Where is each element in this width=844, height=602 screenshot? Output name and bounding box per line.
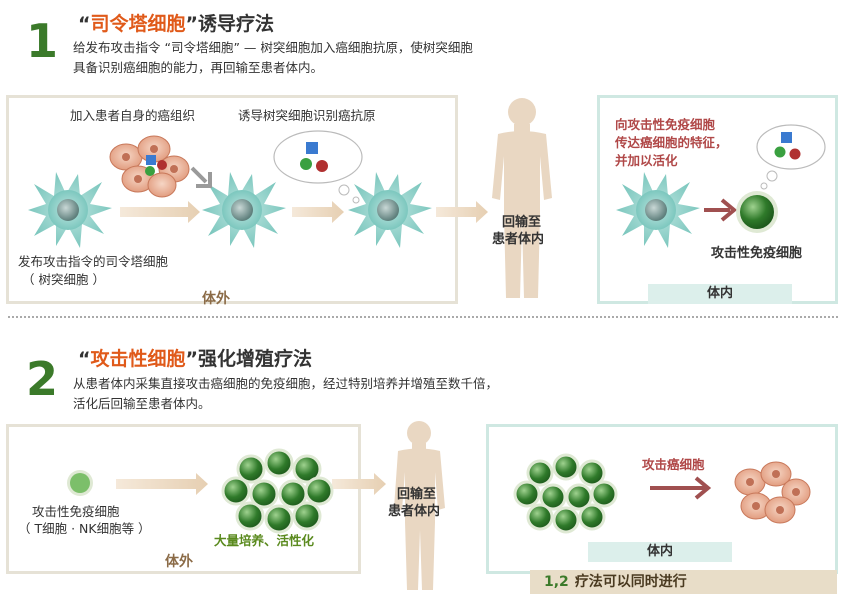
label-induce: 诱导树突细胞识别癌抗原: [238, 108, 376, 123]
section1-title-close: ”: [185, 13, 199, 35]
human-body-1: [492, 98, 552, 298]
label-add-tissue: 加入患者自身的癌组织: [70, 108, 196, 123]
section2-number: 2: [26, 352, 59, 406]
section1-title: “司令塔细胞”诱导疗法: [78, 9, 274, 36]
thought-bubble-1: [273, 130, 363, 204]
label-convey-1: 向攻击性免疫细胞: [615, 117, 716, 132]
label-return-1b: 患者体内: [492, 232, 545, 247]
tan-arrow-2: [292, 201, 344, 223]
footer-numbers: 1,2: [544, 574, 569, 590]
section2-title-highlight: 攻击性细胞: [90, 348, 186, 370]
grey-diagonal-arrow: [190, 166, 212, 188]
label-inside-2: 体内: [588, 542, 732, 562]
section2-desc-line1: 从患者体内采集直接攻击癌细胞的免疫细胞，经过特别培养并增殖至数千倍，: [73, 376, 499, 391]
inside-cell-cluster: [513, 453, 618, 534]
section1-diagram: [28, 98, 826, 298]
cancer-tissue-cluster-1: [109, 135, 190, 198]
red-arrow-1: [704, 198, 738, 222]
section1-title-open: “: [78, 13, 91, 35]
tan-arrow-5: [332, 473, 386, 495]
label-convey-2: 传达癌细胞的特征，: [615, 135, 728, 150]
label-return-1a: 回输至: [502, 215, 542, 230]
footer-note: 1,2 疗法可以同时进行: [530, 570, 837, 594]
red-arrow-2: [650, 476, 712, 500]
single-immune-cell: [67, 470, 93, 496]
section2-title-open: “: [78, 348, 91, 370]
label-attack: 攻击癌细胞: [642, 457, 705, 472]
dendritic-cell-2: [202, 172, 286, 248]
label-culture: 大量培养、活性化: [214, 533, 315, 548]
label-command-cell-2: （ 树突细胞 ）: [22, 272, 105, 287]
section1-title-rest: 诱导疗法: [198, 13, 275, 35]
label-command-cell-1: 发布攻击指令的司令塔细胞: [18, 254, 169, 269]
tan-arrow-3: [436, 201, 488, 223]
section1-number: 1: [26, 14, 59, 68]
section1-title-highlight: 司令塔细胞: [90, 13, 186, 35]
section1-desc-line2: 具备识别癌细胞的能力，再回输至患者体内。: [73, 60, 324, 75]
label-immune-2: （ T细胞 · NK细胞等 ）: [18, 521, 151, 536]
label-outside-1: 体外: [202, 291, 230, 307]
human-body-2: [394, 421, 445, 590]
section2-title-rest: 强化增殖疗法: [198, 348, 313, 370]
cultured-cell-cluster: [221, 448, 334, 534]
section2-desc-line2: 活化后回输至患者体内。: [73, 396, 211, 411]
footer-text: 疗法可以同时进行: [574, 574, 687, 590]
section2-title-close: ”: [185, 348, 199, 370]
cancer-tissue-cluster-2: [734, 461, 811, 524]
section-divider: [8, 316, 838, 318]
label-return-2b: 患者体内: [388, 504, 441, 519]
dendritic-cell-3: [348, 172, 432, 248]
tan-arrow-4: [116, 473, 208, 495]
label-return-2a: 回输至: [397, 487, 437, 502]
label-outside-2: 体外: [165, 554, 193, 570]
tan-arrow-1: [120, 201, 200, 223]
label-convey-3: 并加以活化: [615, 153, 678, 168]
thought-bubble-2: [756, 124, 826, 190]
label-attack-cell: 攻击性免疫细胞: [711, 246, 803, 261]
label-inside-1: 体内: [648, 284, 792, 304]
label-immune-1: 攻击性免疫细胞: [32, 504, 120, 519]
section1-desc-line1: 给发布攻击指令 “司令塔细胞” — 树突细胞加入癌细胞抗原，使树突细胞: [73, 40, 473, 55]
dendritic-cell-4: [616, 172, 700, 248]
dendritic-cell-1: [28, 172, 112, 248]
section2-title: “攻击性细胞”强化增殖疗法: [78, 344, 312, 371]
attack-immune-cell-1: [736, 191, 778, 233]
